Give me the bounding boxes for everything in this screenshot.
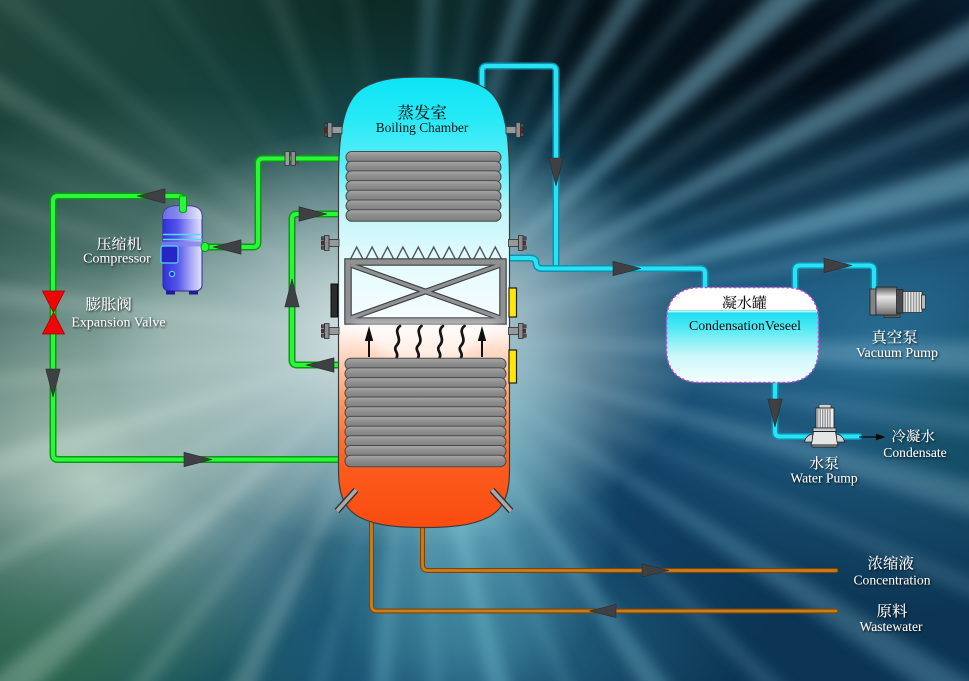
svg-text:Expansion Valve: Expansion Valve <box>71 316 165 331</box>
svg-text:Boiling Chamber: Boiling Chamber <box>376 120 469 135</box>
svg-text:Compressor: Compressor <box>83 252 151 267</box>
svg-text:Wastewater: Wastewater <box>859 619 923 634</box>
svg-text:CondensationVeseel: CondensationVeseel <box>689 318 801 333</box>
svg-text:Water Pump: Water Pump <box>790 471 857 486</box>
svg-text:Concentration: Concentration <box>853 573 930 588</box>
svg-text:Condensate: Condensate <box>883 445 946 460</box>
svg-text:Vacuum Pump: Vacuum Pump <box>856 346 938 361</box>
